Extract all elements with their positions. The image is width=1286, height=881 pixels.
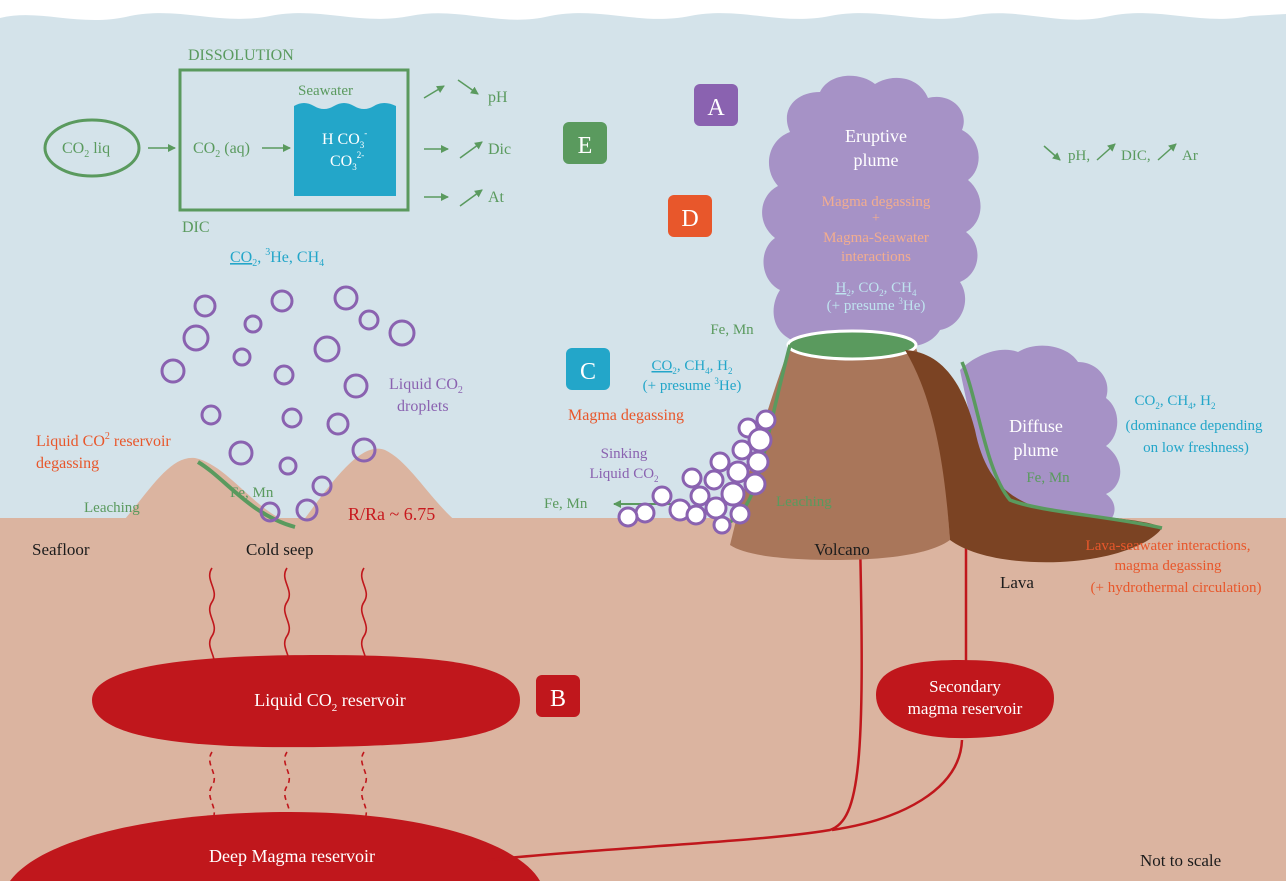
out-arrow-ph-2 [457, 79, 479, 95]
seafloor-label: Seafloor [32, 540, 90, 559]
secondary-reservoir-2: magma reservoir [908, 699, 1023, 718]
letter-e: E [578, 133, 593, 159]
letter-c-box [566, 348, 610, 390]
trend-ar: Ar [1182, 148, 1198, 164]
seawater-label: Seawater [298, 83, 353, 99]
co2-liq-label: CO2 liq [62, 140, 110, 160]
volcano-cone [730, 345, 950, 560]
eruptive-plume-1: Eruptive [845, 126, 907, 146]
droplets-label-2: droplets [397, 398, 449, 415]
trend-arrow-dic [1096, 143, 1116, 161]
secondary-to-lava-conduit [831, 739, 964, 832]
seep-gases: CO2, 3He, CH4 [230, 247, 324, 269]
hco3-label: H CO3- [322, 128, 367, 150]
diffuse-plume-2: plume [1014, 440, 1059, 460]
letter-b: B [550, 686, 566, 712]
diffuse-fe-mn: Fe, Mn [1026, 470, 1070, 486]
letter-b-box [536, 675, 580, 717]
lava-label: Lava [1000, 573, 1034, 592]
reservoir-degassing-2: degassing [36, 455, 99, 472]
eruptive-plume [762, 75, 981, 350]
not-to-scale: Not to scale [1140, 851, 1221, 870]
volcano-crater [786, 329, 918, 361]
droplets-label-1: Liquid CO2 [389, 376, 463, 396]
plume-interactions-1: Magma-Seawater [823, 230, 929, 246]
deep-magma-reservoir [10, 812, 540, 881]
letter-a: A [707, 95, 725, 121]
sinking-1: Sinking [601, 446, 648, 462]
lava-interactions-2: magma degassing [1114, 558, 1222, 574]
secondary-magma-reservoir [876, 660, 1054, 739]
co2-liq-ellipse [43, 118, 141, 178]
seep-leaching-line [196, 460, 296, 529]
volcano-magma-degassing: Magma degassing [568, 407, 684, 424]
lava-interactions-1: Lava-seawater interactions, [1086, 538, 1251, 554]
deep-magma-reservoir-label: Deep Magma reservoir [209, 846, 375, 866]
lava-interactions-3: (+ hydrothermal circulation) [1091, 580, 1262, 596]
plume-plus: + [872, 211, 880, 226]
diffuse-plume-1: Diffuse [1009, 416, 1063, 436]
secondary-reservoir-1: Secondary [929, 677, 1001, 696]
out-dic: Dic [488, 141, 511, 158]
out-arrow-at-2 [459, 189, 483, 207]
volcano-label: Volcano [814, 540, 869, 559]
co3-label: CO32- [330, 150, 364, 172]
plume-presume: (+ presume 3He) [827, 296, 926, 314]
lava-leaching-line [960, 361, 1163, 530]
volcano-fe-mn-top: Fe, Mn [710, 322, 754, 338]
diffuse-gases: CO2, CH4, H2 [1134, 393, 1215, 411]
seep-droplets [160, 285, 416, 523]
liquid-co2-reservoir [92, 655, 520, 748]
seep-conduits [208, 567, 368, 671]
deep-to-volcano-conduit [487, 539, 863, 862]
volcano-c-presume: (+ presume 3He) [643, 376, 742, 394]
cold-seep-label: Cold seep [246, 540, 314, 559]
seep-fe-mn: Fe, Mn [230, 485, 274, 501]
plume-interactions-2: interactions [841, 249, 911, 265]
letter-d: D [681, 206, 698, 232]
sinking-2: Liquid CO2 [589, 466, 658, 484]
letter-d-box [668, 195, 712, 237]
letter-e-box [563, 122, 607, 164]
dissolution-title: DISSOLUTION [188, 47, 294, 64]
seep-rra: R/Ra ~ 6.75 [348, 504, 435, 524]
co2-aq-label: CO2 (aq) [193, 140, 250, 160]
reservoir-degassing-1: Liquid CO2 reservoir [36, 431, 171, 450]
trend-dic: DIC, [1121, 148, 1151, 164]
trend-ph: pH, [1068, 148, 1090, 164]
trend-arrow-ar [1157, 143, 1177, 161]
plume-gases: H2, CO2, CH4 [835, 280, 917, 298]
dic-label: DIC [182, 219, 210, 236]
dissolution-box [178, 68, 410, 212]
out-at: At [488, 189, 505, 206]
deep-conduits-dashed [208, 751, 368, 821]
trend-arrow-ph [1043, 145, 1061, 161]
volcano-c-gases: CO2, CH4, H2 [651, 358, 732, 376]
seep-leaching: Leaching [84, 500, 140, 516]
lava-flow [905, 350, 1162, 563]
out-ph: pH [488, 89, 508, 106]
volcano-leaching: Leaching [776, 494, 832, 510]
seawater-tank [294, 103, 396, 196]
eruptive-plume-2: plume [854, 150, 899, 170]
letter-a-box [694, 84, 738, 126]
plume-magma-degassing: Magma degassing [822, 194, 931, 210]
liquid-co2-reservoir-label: Liquid CO2 reservoir [254, 690, 405, 714]
out-arrow-dic-2 [459, 141, 483, 159]
dominance-2: on low freshness) [1143, 440, 1249, 456]
dominance-1: (dominance depending [1125, 418, 1263, 434]
letter-c: C [580, 359, 596, 385]
sinking-droplets [617, 409, 777, 535]
out-arrow-ph-1 [423, 85, 445, 99]
volcano-fe-mn-left: Fe, Mn [544, 496, 588, 512]
